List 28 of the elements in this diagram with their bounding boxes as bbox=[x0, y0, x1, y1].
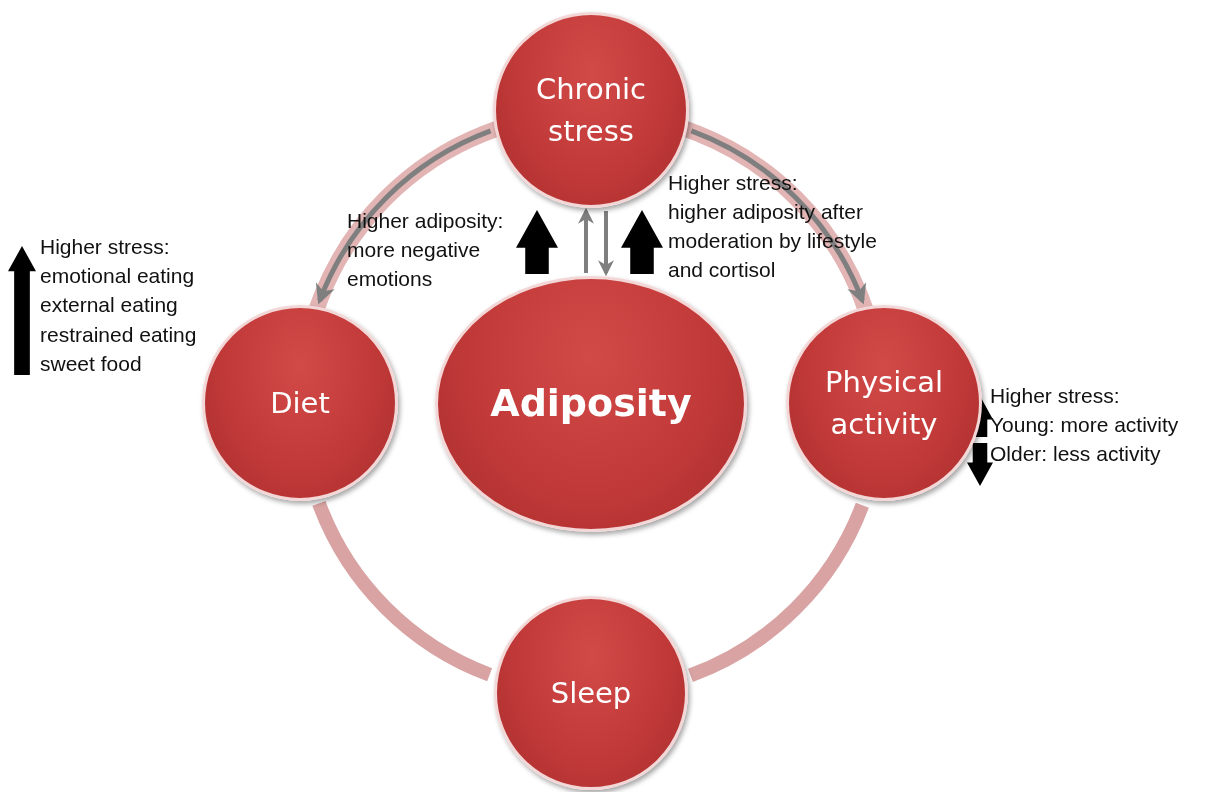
arrow bbox=[578, 207, 594, 273]
ring-connector bbox=[312, 500, 493, 682]
node-label: Chronic stress bbox=[534, 70, 647, 150]
node-label: Physical activity bbox=[824, 363, 944, 443]
annotation-text: Higher adiposity: bbox=[347, 208, 504, 234]
annotation-text: moderation by lifestyle bbox=[668, 228, 877, 254]
annotation-text: Older: less activity bbox=[990, 441, 1161, 467]
annotation-text: sweet food bbox=[40, 351, 142, 377]
annotation-text: emotions bbox=[347, 266, 433, 292]
arrow bbox=[317, 128, 492, 305]
annotation-text: emotional eating bbox=[40, 263, 195, 289]
annotation-text: Higher stress: bbox=[990, 383, 1120, 409]
node-label: Adiposity bbox=[490, 380, 692, 428]
node-label: Sleep bbox=[550, 674, 632, 712]
annotation-text: Higher stress: bbox=[40, 234, 170, 260]
annotation-text: restrained eating bbox=[40, 322, 197, 348]
arrow bbox=[598, 211, 614, 277]
annotation-text: Young: more activity bbox=[990, 412, 1179, 438]
annotation-text: and cortisol bbox=[668, 257, 776, 283]
annotation-text: more negative bbox=[347, 237, 481, 263]
node-label: Diet bbox=[270, 384, 330, 422]
annotation-text: higher adiposity after bbox=[668, 199, 863, 225]
arrow bbox=[690, 128, 865, 305]
block-arrow bbox=[621, 210, 663, 274]
block-arrow bbox=[516, 210, 558, 274]
annotation-text: Higher stress: bbox=[668, 170, 798, 196]
annotation-text: external eating bbox=[40, 292, 178, 318]
ring-connector bbox=[687, 502, 869, 682]
